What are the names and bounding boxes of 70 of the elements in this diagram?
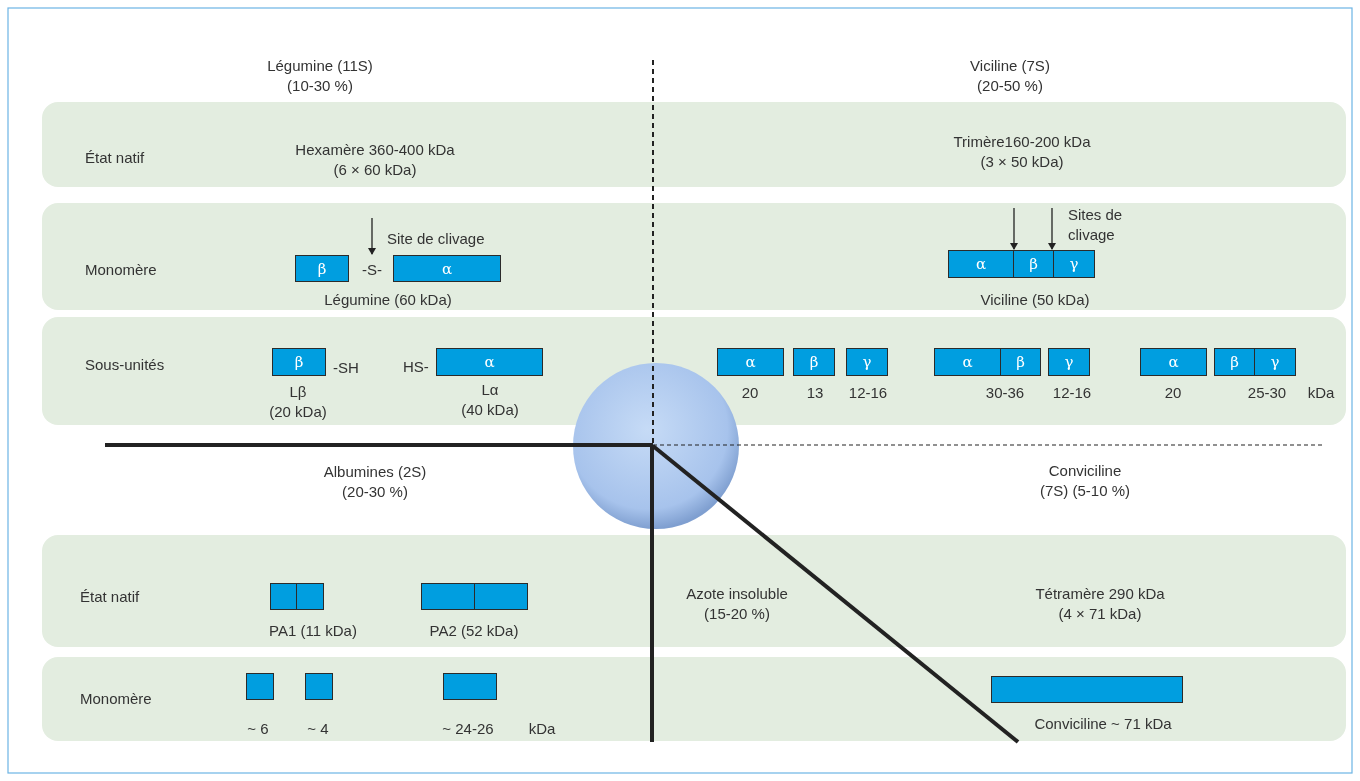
node-label: PA1 (11 kDa): [269, 621, 357, 641]
protein-block: [443, 673, 497, 700]
row-label: État natif: [80, 587, 140, 607]
node-label: ~ 4: [307, 719, 329, 739]
protein-block: [991, 676, 1183, 703]
node-label: -SH: [333, 358, 359, 378]
protein-block: [305, 673, 333, 700]
protein-segment: α: [717, 348, 784, 376]
node-label: Tétramère 290 kDa (4 × 71 kDa): [1035, 584, 1165, 624]
node-label: kDa: [1307, 383, 1335, 403]
node-label: PA2 (52 kDa): [429, 621, 519, 641]
row-band: [42, 102, 1346, 187]
protein-segment: β: [793, 348, 835, 376]
node-label: Azote insoluble (15-20 %): [686, 584, 788, 624]
node-label: 12-16: [1052, 383, 1092, 403]
node-label: 25-30: [1247, 383, 1287, 403]
node-label: HS-: [403, 357, 429, 377]
protein-segment: α: [948, 250, 1014, 278]
center-circle: [573, 363, 739, 529]
protein-segment: β: [1013, 250, 1054, 278]
node-label: 20: [741, 383, 759, 403]
group-heading: Légumine (11S) (10-30 %): [267, 56, 373, 96]
protein-block: [421, 583, 475, 610]
protein-block: [474, 583, 528, 610]
group-heading: Viciline (7S) (20-50 %): [970, 56, 1050, 96]
protein-segment: γ: [846, 348, 888, 376]
node-label: Lβ (20 kDa): [269, 382, 327, 422]
row-label: Sous-unités: [85, 355, 165, 375]
node-label: 13: [806, 383, 824, 403]
node-label: ~ 6: [247, 719, 269, 739]
protein-segment: β: [1000, 348, 1041, 376]
arrow: [368, 217, 376, 255]
node-label: ~ 24-26: [442, 719, 494, 739]
node-label: Hexamère 360-400 kDa (6 × 60 kDa): [295, 140, 455, 180]
node-label: 20: [1164, 383, 1182, 403]
node-label: Conviciline ~ 71 kDa: [1034, 714, 1172, 734]
node-label: 12-16: [848, 383, 888, 403]
protein-segment: β: [272, 348, 326, 376]
protein-block: [296, 583, 324, 610]
node-label: Trimère160-200 kDa (3 × 50 kDa): [953, 132, 1091, 172]
row-label: Monomère: [80, 689, 152, 709]
node-label: Site de clivage: [387, 229, 485, 249]
protein-segment: α: [1140, 348, 1207, 376]
row-label: État natif: [85, 148, 145, 168]
node-label: Viciline (50 kDa): [980, 290, 1090, 310]
arrow: [1048, 207, 1056, 250]
protein-segment: α: [934, 348, 1001, 376]
protein-segment: γ: [1254, 348, 1296, 376]
protein-segment: α: [436, 348, 543, 376]
protein-segment: α: [393, 255, 501, 282]
node-label: 30-36: [985, 383, 1025, 403]
protein-segment: γ: [1048, 348, 1090, 376]
node-label: kDa: [528, 719, 556, 739]
node-label: Sites de clivage: [1068, 205, 1123, 245]
node-label: Lα (40 kDa): [461, 380, 519, 420]
group-heading: Conviciline (7S) (5-10 %): [1040, 461, 1130, 501]
protein-segment: β: [295, 255, 349, 282]
node-label: Légumine (60 kDa): [324, 290, 452, 310]
row-band: [42, 657, 1346, 741]
row-band: [42, 317, 1346, 425]
protein-block: [270, 583, 297, 610]
row-band: [42, 535, 1346, 647]
node-label: -S-: [362, 260, 382, 280]
row-label: Monomère: [85, 260, 157, 280]
protein-segment: γ: [1053, 250, 1095, 278]
arrow: [1010, 207, 1018, 250]
group-heading: Albumines (2S) (20-30 %): [323, 462, 427, 502]
row-band: [42, 203, 1346, 310]
protein-block: [246, 673, 274, 700]
protein-segment: β: [1214, 348, 1255, 376]
